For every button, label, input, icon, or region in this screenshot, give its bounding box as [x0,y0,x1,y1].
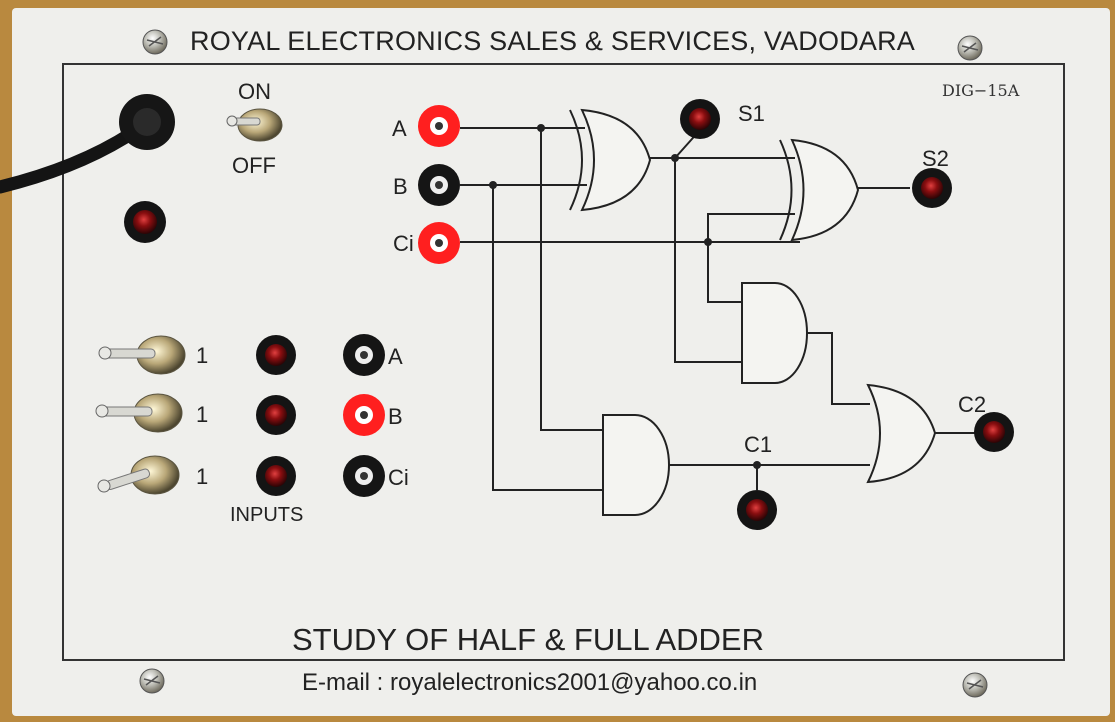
led-c2 [974,412,1014,452]
c2-label: C2 [958,392,987,417]
and-gate-1 [602,414,670,516]
xor-gate-1 [569,108,652,212]
and-gate-2 [741,282,808,384]
power-off-label: OFF [232,153,276,178]
c1-label: C1 [744,432,773,457]
model-number: DIG−15A [942,81,1020,100]
power-on-label: ON [238,79,271,104]
front-panel [12,8,1110,716]
input-led-ci [256,456,296,496]
contact-email: E-mail : royalelectronics2001@yahoo.co.i… [302,669,758,696]
input-toggle-switch-b[interactable] [95,393,183,433]
input-toggle-switch-a[interactable] [98,335,186,375]
xor-gate-2 [779,138,860,242]
socket-ci[interactable] [418,222,460,264]
switch-label-ci: 1 [196,464,209,489]
screw-icon [957,35,983,61]
socket-a-label: A [392,116,407,141]
or-gate [866,383,937,484]
led-c1 [737,490,777,530]
socket-a[interactable] [418,105,460,147]
led-s2 [912,168,952,208]
socket-b[interactable] [418,164,460,206]
input-socket-ci-label: Ci [388,465,409,490]
company-header: ROYAL ELECTRONICS SALES & SERVICES, VADO… [190,26,916,56]
input-socket-ci[interactable] [343,455,385,497]
input-socket-a[interactable] [343,334,385,376]
power-toggle-switch[interactable] [226,108,283,142]
input-socket-a-label: A [388,344,403,369]
switch-label-a: 1 [196,343,209,368]
s1-label: S1 [738,101,765,126]
led-s1 [680,99,720,139]
input-led-a [256,335,296,375]
screw-icon [142,29,168,55]
wire-junctions [489,124,761,469]
screw-icon [962,672,988,698]
socket-b-label: B [393,174,408,199]
s2-label: S2 [922,146,949,171]
power-indicator-led [124,201,166,243]
inputs-caption: INPUTS [230,504,304,526]
experiment-title: STUDY OF HALF & FULL ADDER [292,622,764,657]
input-socket-b[interactable] [343,394,385,436]
screw-icon [139,668,165,694]
socket-ci-label: Ci [393,231,414,256]
switch-label-b: 1 [196,402,209,427]
input-toggle-switch-ci[interactable] [97,455,180,495]
input-socket-b-label: B [388,404,403,429]
panel-border-frame [62,63,1065,661]
input-led-b [256,395,296,435]
